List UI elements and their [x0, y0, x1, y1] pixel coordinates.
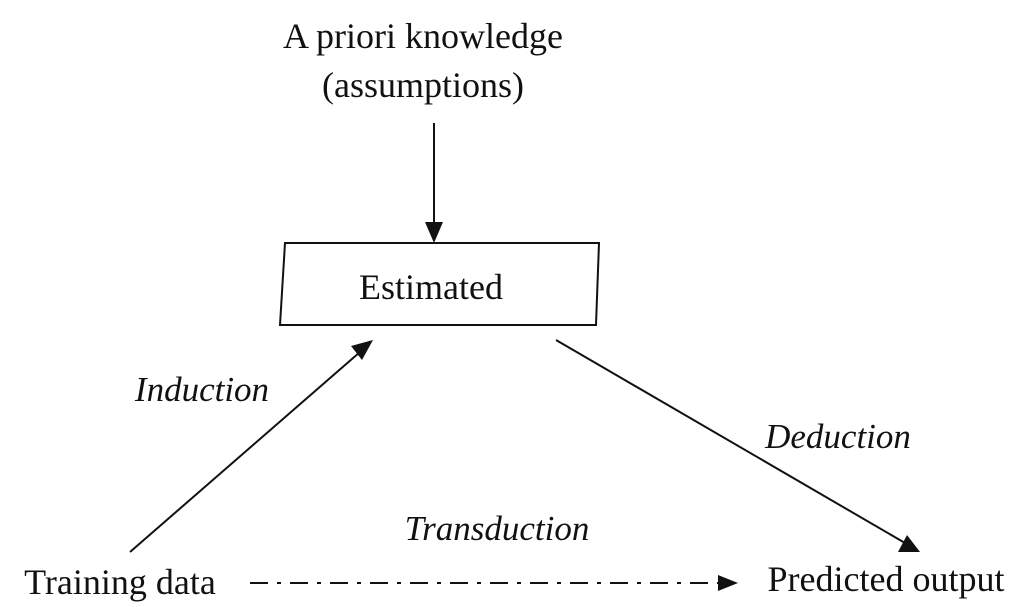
deduction-label: Deduction	[764, 417, 911, 456]
transduction-arrow	[250, 575, 738, 591]
estimated-box: Estimated	[278, 242, 601, 326]
estimated-label: Estimated	[359, 267, 503, 307]
apriori-to-estimated-arrow	[425, 123, 443, 243]
deduction-arrow	[555, 339, 920, 552]
transduction-label: Transduction	[405, 509, 590, 548]
induction-label: Induction	[134, 370, 269, 409]
assumptions-label: (assumptions)	[322, 65, 524, 105]
predicted-output-label: Predicted output	[768, 559, 1005, 599]
apriori-knowledge-label: A priori knowledge	[283, 16, 563, 56]
training-data-label: Training data	[24, 562, 216, 602]
induction-arrow	[129, 340, 373, 553]
